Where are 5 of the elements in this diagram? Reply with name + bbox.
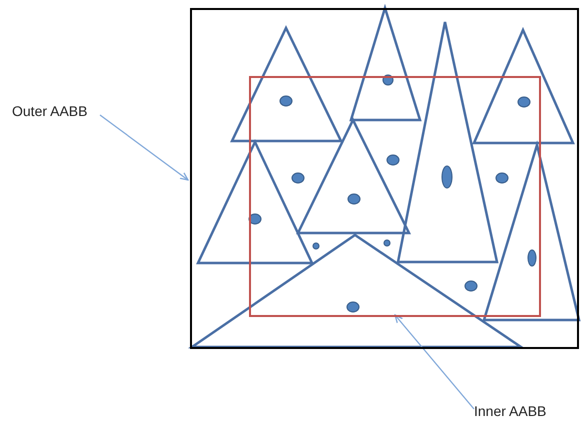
inner-bounding-box <box>249 76 541 317</box>
leader-line <box>100 114 189 181</box>
leader-line <box>394 314 474 410</box>
callout-label: Inner AABB <box>474 403 562 423</box>
callout-label: Outer AABB <box>12 103 100 123</box>
